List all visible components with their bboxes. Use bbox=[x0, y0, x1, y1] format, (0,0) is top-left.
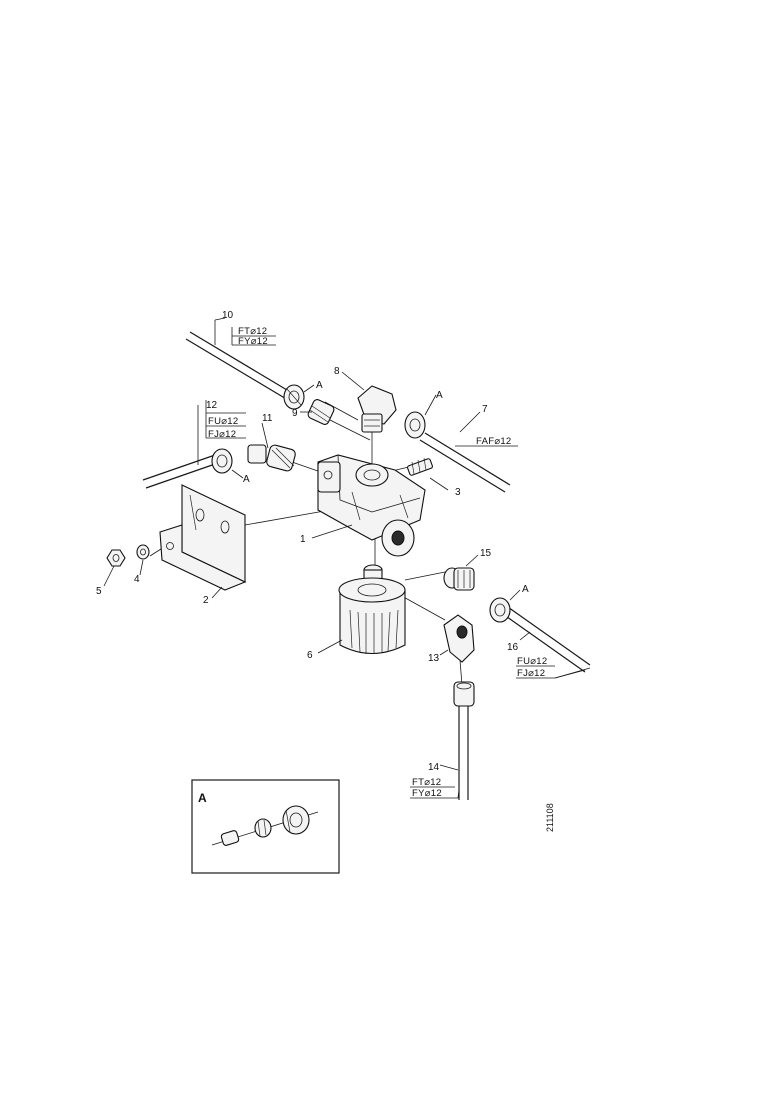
detail-marker-a-right: A bbox=[436, 390, 443, 401]
part-number-13: 13 bbox=[428, 653, 440, 664]
part-number-12: 12 bbox=[206, 400, 218, 411]
pipe-label-top-1: FT⌀12 bbox=[238, 326, 267, 337]
part-number-15: 15 bbox=[480, 548, 492, 559]
part-number-7: 7 bbox=[482, 404, 488, 415]
part-number-9: 9 bbox=[292, 408, 298, 419]
union-15 bbox=[443, 567, 475, 591]
union-11 bbox=[247, 444, 296, 472]
detail-a-sleeve bbox=[220, 830, 240, 846]
nut-5 bbox=[106, 549, 126, 567]
pipe-10 bbox=[185, 331, 293, 401]
part-number-10: 10 bbox=[222, 310, 234, 321]
detail-marker-a-left: A bbox=[243, 474, 250, 485]
part-number-4: 4 bbox=[134, 574, 140, 585]
part-number-3: 3 bbox=[455, 487, 461, 498]
pipe-14 bbox=[458, 705, 469, 800]
filter-6 bbox=[338, 564, 406, 654]
fitting-a-right bbox=[404, 411, 426, 439]
fitting-a-left bbox=[211, 448, 233, 474]
pipe-7 bbox=[419, 432, 511, 493]
part-number-2: 2 bbox=[203, 595, 209, 606]
reference-code: 211108 bbox=[545, 803, 555, 832]
fitting-a-top bbox=[283, 384, 305, 410]
pipe-12 bbox=[142, 454, 219, 489]
elbow-8 bbox=[357, 385, 397, 433]
leader-lines bbox=[103, 317, 591, 799]
pipe-label-right: FAF⌀12 bbox=[476, 436, 512, 447]
pipe-label-bottom-2: FY⌀12 bbox=[412, 788, 442, 799]
bracket-2 bbox=[159, 484, 247, 591]
detail-marker-a-lower-right: A bbox=[522, 584, 529, 595]
washer-4 bbox=[136, 544, 150, 560]
part-number-11: 11 bbox=[262, 413, 273, 424]
part-number-6: 6 bbox=[307, 650, 313, 661]
part-number-1: 1 bbox=[300, 534, 306, 545]
union-9 bbox=[307, 399, 335, 425]
part-number-5: 5 bbox=[96, 586, 102, 597]
pipe-label-lower-right-2: FJ⌀12 bbox=[517, 668, 545, 679]
detail-a-olive bbox=[254, 818, 272, 838]
pipe-label-bottom-1: FT⌀12 bbox=[412, 777, 441, 788]
part-number-8: 8 bbox=[334, 366, 340, 377]
part-number-16: 16 bbox=[507, 642, 519, 653]
elbow-13 bbox=[443, 614, 475, 663]
pipe-label-top-2: FY⌀12 bbox=[238, 336, 268, 347]
pipe-label-left-1: FU⌀12 bbox=[208, 416, 238, 427]
bolt-3 bbox=[407, 457, 433, 476]
detail-a-nut bbox=[282, 805, 310, 835]
part-number-14: 14 bbox=[428, 762, 440, 773]
pipe-16 bbox=[499, 604, 591, 673]
fitting-14 bbox=[453, 681, 475, 707]
detail-a-inset: A bbox=[191, 779, 340, 874]
pipe-label-left-2: FJ⌀12 bbox=[208, 429, 236, 440]
detail-a-title: A bbox=[198, 791, 207, 805]
valve-body-1 bbox=[317, 454, 426, 557]
detail-marker-a-top: A bbox=[316, 380, 323, 391]
fitting-a-lower-right bbox=[489, 597, 511, 623]
pipe-label-lower-right-1: FU⌀12 bbox=[517, 656, 547, 667]
